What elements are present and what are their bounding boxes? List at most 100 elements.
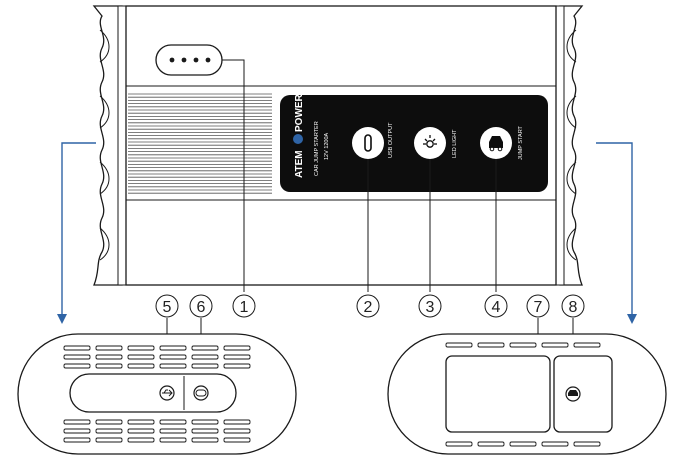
left-port-bay — [69, 373, 237, 413]
vent-slot — [159, 363, 187, 369]
vent-slot — [95, 354, 123, 360]
left-side-view — [17, 333, 297, 455]
left-grip-inner — [117, 5, 127, 286]
right-grip — [559, 5, 584, 286]
vent-slot — [509, 441, 537, 447]
vent-slot — [127, 363, 155, 369]
vent-slot — [223, 345, 251, 351]
vent-slot — [223, 419, 251, 425]
vent-slot — [509, 342, 537, 348]
right-grip-inner — [555, 5, 565, 286]
vent-slot — [127, 437, 155, 443]
vent-slot — [95, 419, 123, 425]
indicator-dot-4 — [205, 57, 211, 63]
vent-slot — [95, 437, 123, 443]
brand-block: ATEM POWER — [293, 93, 305, 178]
brand-name-left: ATEM — [294, 150, 305, 178]
vent-slot — [223, 363, 251, 369]
callout-1-label: 1 — [240, 299, 249, 316]
vent-slot — [191, 363, 219, 369]
vent-slot — [191, 437, 219, 443]
car-port-cover — [553, 355, 613, 433]
usb-input-icon — [162, 389, 173, 397]
vent-slot — [127, 428, 155, 434]
vent-slot — [127, 419, 155, 425]
vent-slot — [159, 354, 187, 360]
brand-name-right: POWER — [294, 93, 305, 132]
vent-slot — [191, 428, 219, 434]
callout-3: 3 — [418, 294, 442, 318]
callout-4-label: 4 — [492, 299, 501, 316]
right-arrowhead-icon — [627, 314, 637, 324]
right-grip-ridges — [566, 29, 577, 261]
usb-output-label: USB OUTPUT — [388, 122, 394, 158]
left-side-vents — [63, 345, 251, 443]
vent-slot — [127, 354, 155, 360]
vent-slot — [541, 441, 569, 447]
vent-slot — [541, 342, 569, 348]
callout-2: 2 — [356, 294, 380, 318]
vent-slot — [63, 419, 91, 425]
view-arrows — [61, 142, 633, 318]
brand-bolt-icon — [293, 134, 303, 144]
left-grip — [92, 5, 123, 286]
brand-line-1: CAR JUMP STARTER — [314, 121, 320, 176]
callout-4: 4 — [484, 294, 508, 318]
vent-slot — [477, 441, 505, 447]
callout-1: 1 — [232, 294, 256, 318]
callout-5-label: 5 — [163, 299, 172, 316]
vent-slot — [191, 354, 219, 360]
vent-slot — [159, 437, 187, 443]
brand-tagline: CAR JUMP STARTER — [314, 121, 320, 176]
callout-8-label: 8 — [569, 299, 578, 316]
right-side-vents — [445, 342, 601, 447]
vent-grille — [128, 93, 272, 194]
vent-slot — [63, 354, 91, 360]
right-view-arrow-line — [596, 142, 633, 318]
right-side-view — [387, 333, 667, 455]
left-arrowhead-icon — [57, 314, 67, 324]
vent-slot — [445, 441, 473, 447]
vent-slot — [127, 345, 155, 351]
vent-slot — [63, 428, 91, 434]
left-grip-ridges — [99, 29, 110, 261]
vent-slot — [223, 428, 251, 434]
vent-slot — [95, 345, 123, 351]
car-port-icon — [568, 390, 578, 396]
clamp-port-cover — [445, 355, 551, 433]
car-icon — [489, 136, 503, 152]
usb-output-button[interactable] — [352, 127, 384, 159]
led-light-label: LED LIGHT — [452, 129, 458, 158]
vent-slot — [573, 342, 601, 348]
vent-slot — [159, 345, 187, 351]
callout-5: 5 — [155, 294, 179, 318]
callout-8: 8 — [561, 294, 585, 318]
vent-slot — [191, 345, 219, 351]
vent-slot — [63, 437, 91, 443]
indicator-dot-1 — [169, 57, 175, 63]
vent-slot — [477, 342, 505, 348]
brand-rating: 12V 1200A — [324, 132, 330, 160]
device-front-view: ATEM POWER CAR JUMP STARTER 12V 1200A US… — [92, 5, 584, 286]
brand-line-2: 12V 1200A — [324, 132, 330, 160]
callout-6: 6 — [189, 294, 213, 318]
battery-indicator — [155, 44, 223, 76]
jump-start-label: JUMP START — [518, 125, 524, 160]
usb-output-icon — [364, 134, 372, 152]
indicator-dot-2 — [181, 57, 187, 63]
indicator-dot-3 — [193, 57, 199, 63]
callout-7-label: 7 — [534, 299, 543, 316]
vent-slot — [223, 437, 251, 443]
power-input-port[interactable] — [193, 385, 209, 401]
vent-slot — [573, 441, 601, 447]
left-view-arrow-line — [61, 142, 96, 318]
vent-slot — [63, 345, 91, 351]
vent-slot — [223, 354, 251, 360]
leader-1 — [222, 59, 245, 292]
led-light-button[interactable] — [414, 127, 446, 159]
callout-7: 7 — [526, 294, 550, 318]
vent-slot — [445, 342, 473, 348]
callout-2-label: 2 — [364, 299, 373, 316]
power-port-icon — [195, 389, 207, 397]
